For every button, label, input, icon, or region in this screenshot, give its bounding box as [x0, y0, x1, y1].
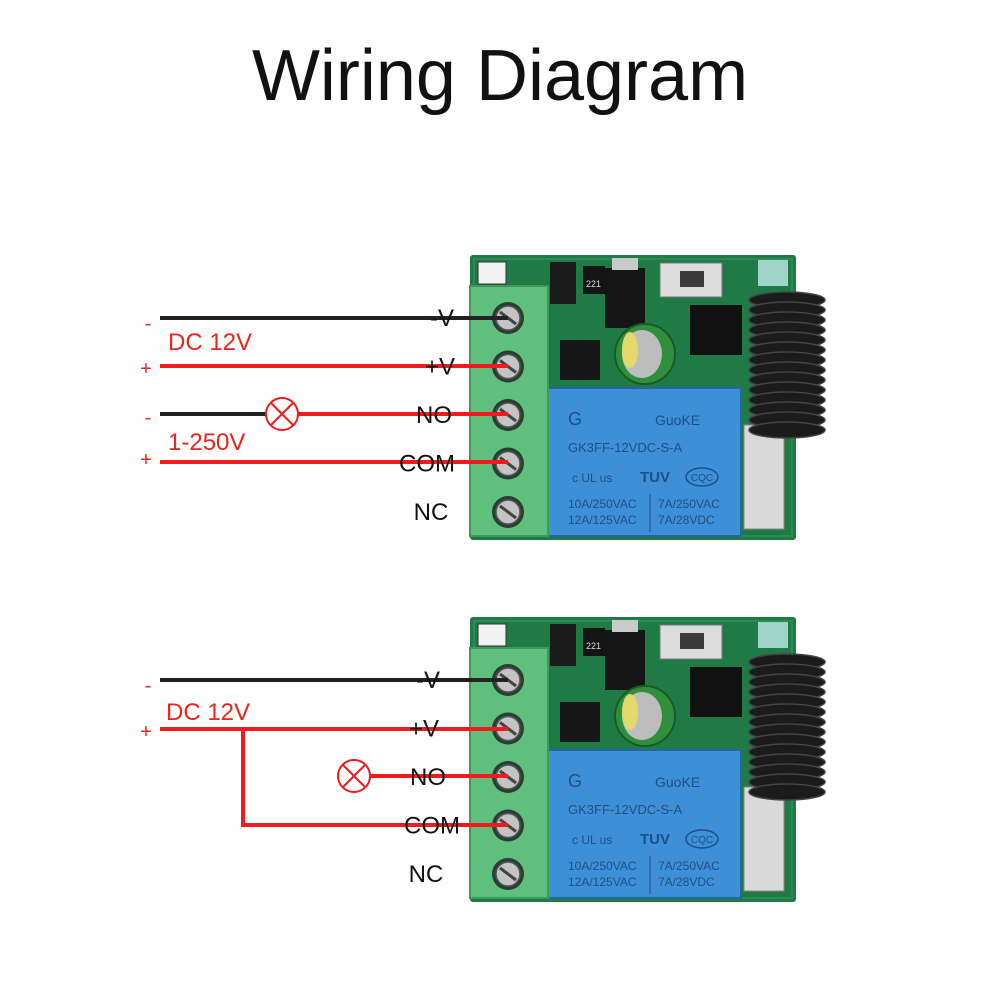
relay-brand: GuoKE: [655, 412, 700, 428]
relay-rating-left: 12A/125VAC: [568, 875, 637, 889]
terminal-label-com: COM: [399, 451, 455, 478]
screw-slot: [499, 866, 517, 882]
terminal-label-v: -V: [430, 305, 454, 332]
antenna-coil-turn: [748, 783, 826, 801]
antenna-pad: [758, 260, 788, 286]
crystal: [743, 424, 785, 530]
terminal-label-no: NO: [410, 764, 446, 791]
regulator-chip: [605, 268, 645, 328]
relay-ul-mark: c UL us: [572, 833, 612, 847]
relay-tuv-mark: TUV: [640, 831, 670, 848]
terminal-label-v: +V: [425, 354, 455, 381]
relay-rating-right: 7A/250VAC: [658, 497, 720, 511]
relay-rating-right: 7A/28VDC: [658, 513, 715, 527]
supply-voltage-label: DC 12V: [166, 699, 250, 726]
regulator-tab: [612, 620, 638, 632]
transistor-chip: [550, 262, 576, 304]
smd-resistor: [583, 628, 605, 656]
lamp-icon-cross: [270, 402, 294, 426]
decoder-ic: [690, 305, 742, 355]
relay-cqc-outline: [685, 467, 719, 487]
terminal-label-com: COM: [404, 813, 460, 840]
regulator-chip: [605, 630, 645, 690]
relay-cqc-outline: [685, 829, 719, 849]
relay-rating-left: 10A/250VAC: [568, 859, 637, 873]
capacitor-marking: [622, 694, 638, 730]
supply-minus-sign: -: [145, 313, 152, 335]
load-plus-sign: +: [140, 449, 152, 471]
lamp-icon-cross: [342, 764, 366, 788]
antenna-coil: [748, 291, 826, 439]
transistor-chip: [550, 624, 576, 666]
screw-slot: [499, 504, 517, 520]
relay-ul-mark: c UL us: [572, 471, 612, 485]
crystal: [743, 786, 785, 892]
diode: [560, 340, 600, 380]
terminal-label-v: +V: [409, 716, 439, 743]
supply-voltage-label: DC 12V: [168, 329, 252, 356]
load-voltage-label: 1-250V: [168, 429, 245, 456]
relay-rating-left: 10A/250VAC: [568, 497, 637, 511]
relay-tuv-mark: TUV: [640, 469, 670, 486]
relay-cqc-mark: CQC: [691, 835, 713, 846]
terminal-label-nc: NC: [409, 861, 444, 888]
diode: [560, 702, 600, 742]
pcb-marking: 221: [586, 279, 601, 289]
relay-rating-right: 7A/250VAC: [658, 859, 720, 873]
supply-minus-sign: -: [145, 675, 152, 697]
smd-led: [477, 623, 507, 647]
pcb-marking: 221: [586, 641, 601, 651]
antenna-pad: [758, 622, 788, 648]
smd-led: [477, 261, 507, 285]
antenna-coil: [748, 653, 826, 801]
pair-button-cap: [680, 271, 704, 287]
relay-rating-left: 12A/125VAC: [568, 513, 637, 527]
relay-logo: G: [568, 771, 582, 791]
relay-body: [544, 387, 742, 537]
relay-logo: G: [568, 409, 582, 429]
relay-brand: GuoKE: [655, 774, 700, 790]
terminal-label-no: NO: [416, 402, 452, 429]
relay-body: [544, 749, 742, 899]
relay-model: GK3FF-12VDC-S-A: [568, 802, 682, 817]
regulator-tab: [612, 258, 638, 270]
relay-rating-right: 7A/28VDC: [658, 875, 715, 889]
relay-cqc-mark: CQC: [691, 473, 713, 484]
page-title: Wiring Diagram: [252, 36, 748, 116]
supply-plus-sign: +: [140, 358, 152, 380]
pair-button-cap: [680, 633, 704, 649]
supply-plus-sign: +: [140, 721, 152, 743]
smd-resistor: [583, 266, 605, 294]
terminal-label-nc: NC: [414, 499, 449, 526]
capacitor-marking: [622, 332, 638, 368]
wire-positive-to-com: [241, 729, 508, 827]
terminal-label-v: -V: [416, 667, 440, 694]
antenna-coil-turn: [748, 421, 826, 439]
decoder-ic: [690, 667, 742, 717]
relay-model: GK3FF-12VDC-S-A: [568, 440, 682, 455]
load-minus-sign: -: [145, 407, 152, 429]
